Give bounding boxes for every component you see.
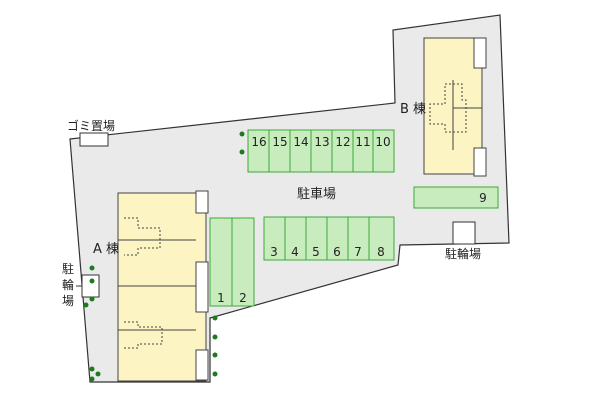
slot-16: 16 — [251, 135, 266, 149]
slot-13: 13 — [314, 135, 329, 149]
slot-14: 14 — [293, 135, 308, 149]
parking-row-middle: 3 4 5 6 7 8 — [263, 216, 395, 261]
parking-label: 駐車場 — [297, 187, 336, 202]
tree-cluster-bottom-left — [89, 366, 101, 382]
bike-parking-left-label-2: 輪 — [62, 277, 74, 292]
slot-1: 1 — [217, 291, 225, 305]
building-a — [117, 190, 209, 382]
tree-cluster-left — [83, 265, 95, 308]
slot-4: 4 — [291, 245, 299, 259]
slot-12: 12 — [335, 135, 350, 149]
bike-parking-left-label-3: 場 — [62, 294, 74, 308]
bike-parking-right — [452, 221, 476, 245]
slot-2: 2 — [239, 291, 247, 305]
slot-10: 10 — [375, 135, 390, 149]
building-b — [423, 37, 487, 177]
slot-3: 3 — [270, 245, 278, 259]
slot-5: 5 — [312, 245, 320, 259]
bike-parking-right-label: 駐輪場 — [445, 246, 481, 261]
slot-15: 15 — [272, 135, 287, 149]
slot-7: 7 — [354, 245, 362, 259]
parking-vertical: 1 2 — [209, 217, 255, 307]
slot-8: 8 — [377, 245, 385, 259]
bike-parking-left-label-1: 駐 — [62, 261, 74, 276]
bike-parking-left — [81, 274, 100, 298]
garbage-area — [79, 132, 109, 147]
tree-row-right — [212, 315, 218, 377]
slot-9: 9 — [479, 191, 487, 205]
slot-9-box — [413, 186, 499, 209]
slot-6: 6 — [333, 245, 341, 259]
building-a-label: A 棟 — [93, 242, 119, 257]
tree-cluster-top — [239, 131, 245, 155]
parking-row-top: 16 15 14 13 12 11 10 — [247, 129, 395, 173]
slot-11: 11 — [355, 135, 370, 149]
building-b-label: B 棟 — [400, 102, 426, 117]
garbage-label: ゴミ置場 — [67, 118, 115, 133]
